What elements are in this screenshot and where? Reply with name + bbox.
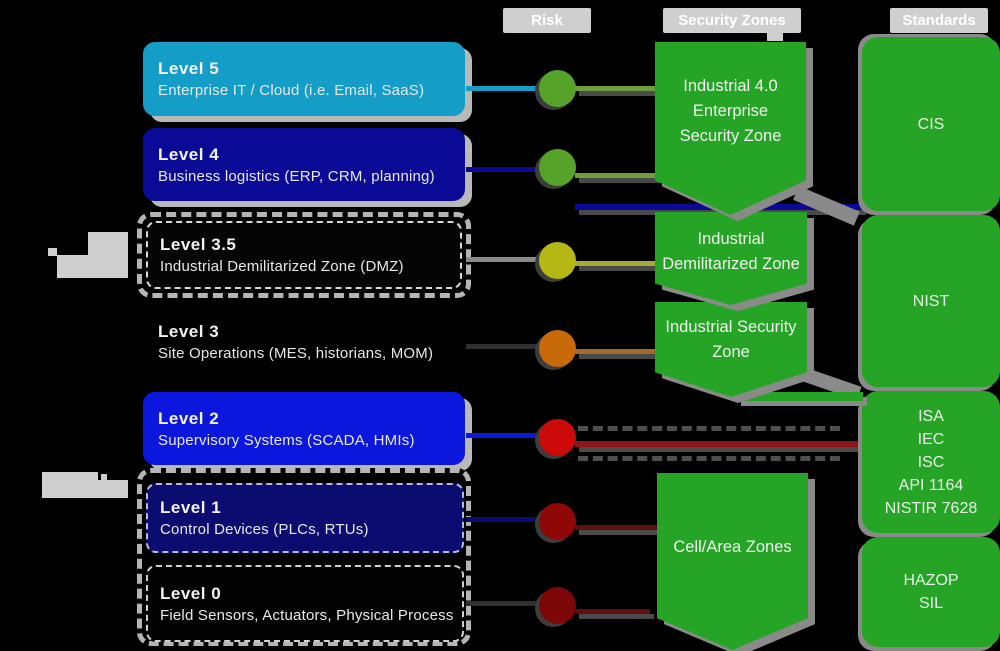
connector-level-1-left [466, 517, 540, 522]
standard-sil: SIL [918, 595, 943, 612]
level-3-description: Site Operations (MES, historians, MOM) [158, 345, 434, 362]
connector-level-3-right [575, 349, 659, 354]
zone-industrial-dmz: Industrial Demilitarized Zone [655, 212, 814, 311]
column-header-security-zones: Security Zones [663, 8, 801, 33]
connector-level-0-left [466, 601, 540, 606]
risk-dot-level-4 [539, 149, 576, 186]
standard-isc: ISC [917, 453, 945, 471]
connector-level-3-5-left [466, 257, 540, 262]
level-5-description: Enterprise IT / Cloud (i.e. Email, SaaS) [158, 82, 425, 99]
level-4-title: Level 4 [158, 144, 220, 164]
level-1-description: Control Devices (PLCs, RTUs) [160, 521, 369, 538]
connector-level-5-right [575, 86, 657, 91]
standards-group-isa-iec: ISA IEC ISC API 1164 NISTIR 7628 [862, 391, 1000, 533]
connector-level-4-right [575, 173, 657, 178]
level-1-box: Level 1 Control Devices (PLCs, RTUs) [146, 483, 464, 553]
column-header-standards: Standards [890, 8, 988, 33]
risk-dot-level-0 [539, 587, 576, 624]
connector-level-3-5-right [575, 261, 659, 266]
zone-industrial-security-label: Industrial Security [665, 318, 797, 336]
risk-dot-level-3-5 [539, 242, 576, 279]
level-0-box: Level 0 Field Sensors, Actuators, Physic… [146, 565, 464, 642]
level-2-title: Level 2 [158, 408, 220, 428]
zone-cell-area-label: Cell/Area Zones [673, 538, 792, 556]
level-5-title: Level 5 [158, 59, 220, 78]
header-pointer-tab [767, 31, 783, 41]
standard-hazop: HAZOP [903, 572, 959, 589]
level-0-title: Level 0 [160, 583, 222, 603]
risk-dot-level-2 [539, 419, 576, 456]
level-3-5-box: Level 3.5 Industrial Demilitarized Zone … [146, 221, 462, 289]
zone-to-standards-green-link [737, 392, 863, 401]
connector-level-2-left [466, 433, 540, 438]
zone-industrial-dmz-label: Industrial [697, 230, 765, 248]
connector-level-5-left [466, 86, 540, 91]
level-5-box: Level 5 Enterprise IT / Cloud (i.e. Emai… [143, 42, 465, 116]
level-0-description: Field Sensors, Actuators, Physical Proce… [160, 606, 454, 624]
level-2-description: Supervisory Systems (SCADA, HMIs) [158, 431, 415, 449]
standards-group-cis: CIS [862, 37, 1000, 211]
level-3-5-title: Level 3.5 [160, 235, 237, 254]
conduit-dashed-rail-top [578, 426, 840, 431]
standards-group-hazop-sil: HAZOP SIL [862, 537, 1000, 647]
standard-cis: CIS [917, 115, 945, 133]
dmz-dashed-container: Level 3.5 Industrial Demilitarized Zone … [137, 212, 471, 298]
connector-level-2-to-standards [575, 441, 862, 447]
level-1-title: Level 1 [160, 498, 222, 517]
level-4-box: Level 4 Business logistics (ERP, CRM, pl… [143, 128, 465, 201]
level-3-5-description: Industrial Demilitarized Zone (DMZ) [160, 258, 404, 275]
risk-dot-level-1 [539, 503, 576, 540]
zone-enterprise-security-label: Industrial 4.0 [683, 77, 778, 95]
connector-level-3-left [466, 344, 540, 349]
ot-dashed-container: Level 1 Control Devices (PLCs, RTUs) Lev… [137, 468, 471, 646]
zone-cell-area: Cell/Area Zones [657, 473, 815, 651]
connector-level-1-right [575, 525, 662, 530]
level-2-box: Level 2 Supervisory Systems (SCADA, HMIs… [143, 392, 465, 465]
conduit-dashed-rail-bottom [578, 456, 840, 461]
standard-nist: NIST [912, 292, 950, 310]
standard-isa: ISA [918, 407, 944, 425]
zone-industrial-security: Industrial Security Zone [655, 302, 814, 403]
level-3-title: Level 3 [158, 322, 220, 341]
level-4-description: Business logistics (ERP, CRM, planning) [158, 167, 435, 185]
risk-dot-level-5 [539, 70, 576, 107]
column-header-risk: Risk [503, 8, 591, 33]
connector-level-0-right [575, 609, 650, 614]
standard-api-1164: API 1164 [898, 476, 964, 494]
standard-nistir-7628: NISTIR 7628 [884, 499, 978, 517]
standard-iec: IEC [917, 430, 945, 448]
risk-dot-level-3 [539, 330, 576, 367]
level-3-box: Level 3 Site Operations (MES, historians… [143, 305, 465, 379]
standards-group-nist: NIST [862, 215, 1000, 387]
connector-level-4-left [466, 167, 540, 172]
zone-enterprise-security: Industrial 4.0 Enterprise Security Zone [655, 42, 813, 221]
